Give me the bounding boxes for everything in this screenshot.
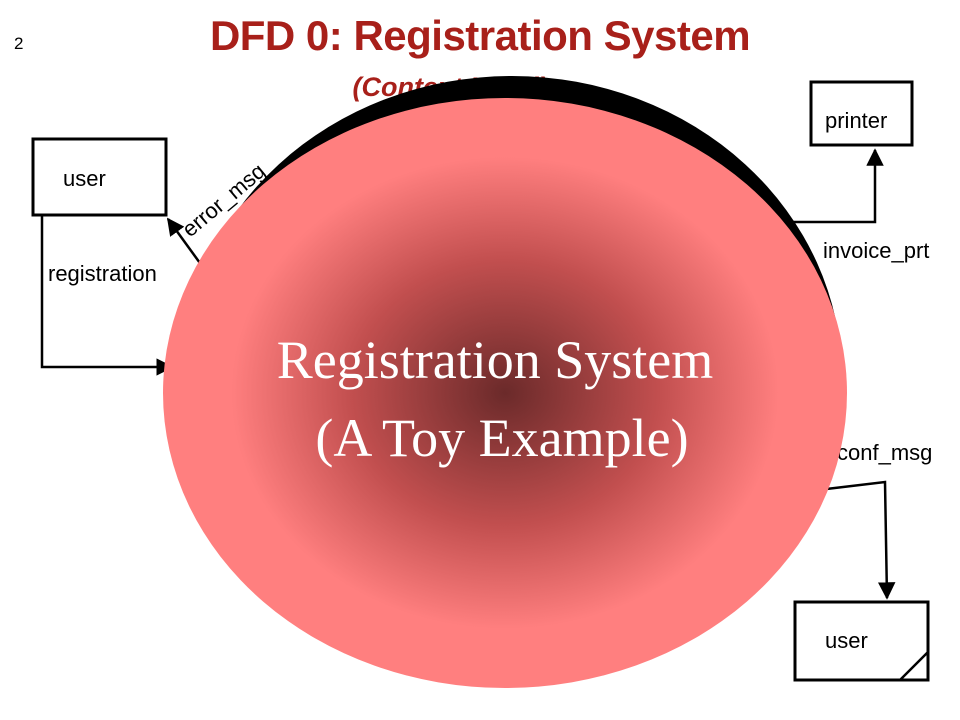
flow-registration-line <box>40 215 174 376</box>
flow-invoice-prt-line <box>760 148 884 224</box>
entity-printer: printer <box>809 80 914 147</box>
process-bubble <box>163 98 847 688</box>
diagram-title: DFD 0: Registration System <box>209 12 751 59</box>
flow-error-msg-line <box>166 217 207 271</box>
entity-printer-label: printer <box>825 108 887 133</box>
entity-user-top-label: user <box>63 166 106 191</box>
entity-user-top: user <box>31 137 168 217</box>
entity-user-bottom: user <box>793 600 930 682</box>
flow-registration-label: registration <box>48 261 157 286</box>
process-subtitle: (A Toy Example) <box>315 408 688 468</box>
process-name: Registration System <box>277 330 713 390</box>
flow-conf-msg-line <box>817 480 896 600</box>
flow-conf-msg-label: conf_msg <box>837 440 932 465</box>
page-number: 2 <box>14 34 24 53</box>
entity-user-bottom-label: user <box>825 628 868 653</box>
flow-invoice-prt-label: invoice_prt <box>823 238 929 263</box>
